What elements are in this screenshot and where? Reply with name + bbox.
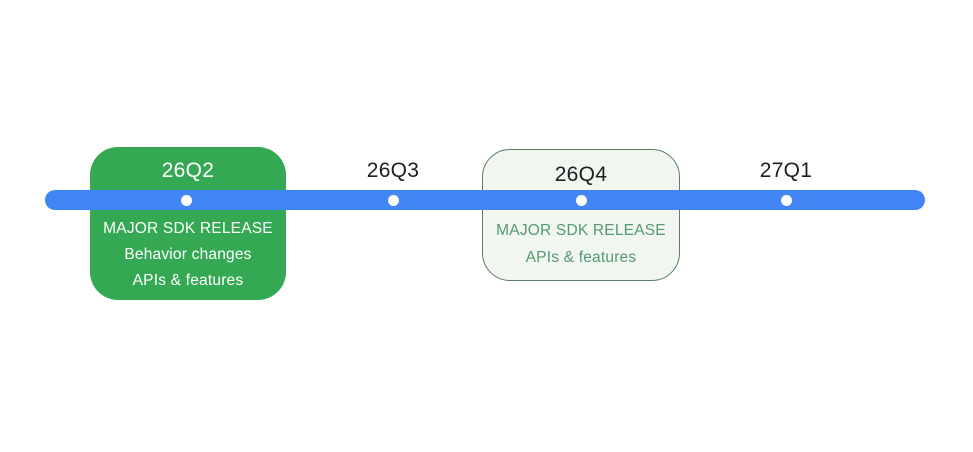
- card-line-apis-features: APIs & features: [132, 272, 244, 289]
- card-line-major-sdk-release: MAJOR SDK RELEASE: [496, 222, 666, 239]
- timeline-dot-27q1: [780, 194, 792, 206]
- milestone-card-body: MAJOR SDK RELEASE APIs & features: [483, 210, 679, 271]
- milestone-label-26q3: 26Q3: [366, 159, 420, 182]
- card-line-behavior-changes: Behavior changes: [124, 246, 252, 263]
- milestone-card-26q4: 26Q4 MAJOR SDK RELEASE APIs & features: [482, 149, 680, 281]
- card-line-major-sdk-release: MAJOR SDK RELEASE: [103, 220, 273, 237]
- timeline-bar: [45, 190, 925, 210]
- card-line-apis-features: APIs & features: [525, 249, 637, 266]
- milestone-title-26q2: 26Q2: [161, 158, 215, 182]
- timeline-dot-26q4: [575, 194, 587, 206]
- timeline-dot-26q2: [180, 194, 192, 206]
- milestone-title-26q4: 26Q4: [554, 162, 608, 186]
- timeline-dot-26q3: [387, 194, 399, 206]
- milestone-card-26q2: 26Q2 MAJOR SDK RELEASE Behavior changes …: [90, 147, 286, 300]
- milestone-card-body: MAJOR SDK RELEASE Behavior changes APIs …: [90, 210, 286, 294]
- milestone-label-27q1: 27Q1: [759, 159, 813, 182]
